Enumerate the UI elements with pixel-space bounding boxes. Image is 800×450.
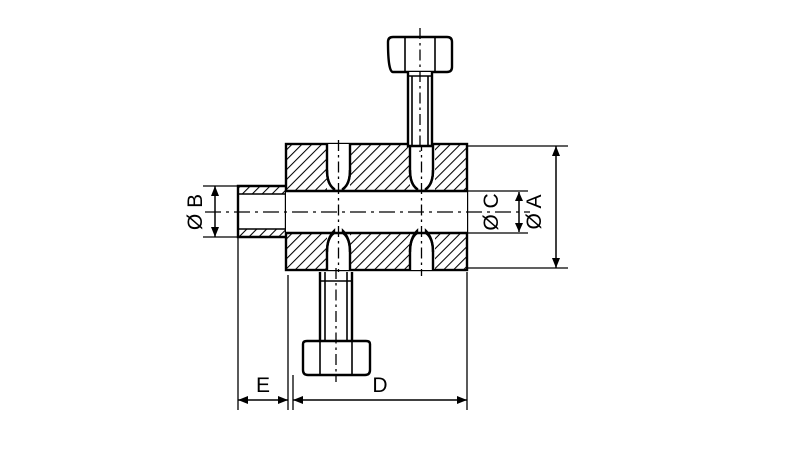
dim-label-diameter-b: Ø B xyxy=(184,194,207,230)
shaft-channel-clear xyxy=(286,191,467,233)
arrowhead-c-bottom xyxy=(515,223,523,232)
arrowhead-b-top xyxy=(211,186,219,196)
dimension-diameter-b: Ø B xyxy=(184,185,240,238)
dimension-diameter-c: Ø C xyxy=(467,190,528,234)
bore-lip-ul2 xyxy=(341,169,352,191)
bore-lip-ll2 xyxy=(341,228,352,253)
arrowhead-e-left xyxy=(238,396,248,404)
main-body-section xyxy=(236,140,469,276)
dim-label-diameter-a: Ø A xyxy=(523,194,546,229)
arrowhead-d-right xyxy=(457,396,467,404)
arrowhead-d-left xyxy=(293,396,303,404)
hatching-lower xyxy=(286,233,467,270)
dimension-diameter-a: Ø A xyxy=(467,145,568,269)
arrowhead-e-right xyxy=(278,396,288,404)
bottom-bolt xyxy=(301,268,372,382)
bore-lip-lr2 xyxy=(424,228,435,253)
arrowhead-c-top xyxy=(515,192,523,201)
bore-lip-ll xyxy=(325,228,336,253)
bore-lip-ul xyxy=(325,169,336,191)
dim-label-length-e: E xyxy=(256,374,270,397)
bore-lip-ur2 xyxy=(424,169,435,191)
dimension-length-e: E xyxy=(237,230,289,410)
bore-lip-lr xyxy=(408,228,419,253)
dim-label-length-d: D xyxy=(372,374,387,397)
arrowhead-a-top xyxy=(552,146,560,156)
arrowhead-b-bottom xyxy=(211,227,219,237)
hatching-upper xyxy=(286,144,467,191)
dim-label-diameter-c: Ø C xyxy=(480,193,503,230)
top-bolt xyxy=(386,28,454,152)
bore-lip-ur xyxy=(408,169,419,191)
dimension-length-d: D xyxy=(292,272,468,410)
arrowhead-a-bottom xyxy=(552,258,560,268)
hatching-shaft-stub xyxy=(238,186,286,237)
